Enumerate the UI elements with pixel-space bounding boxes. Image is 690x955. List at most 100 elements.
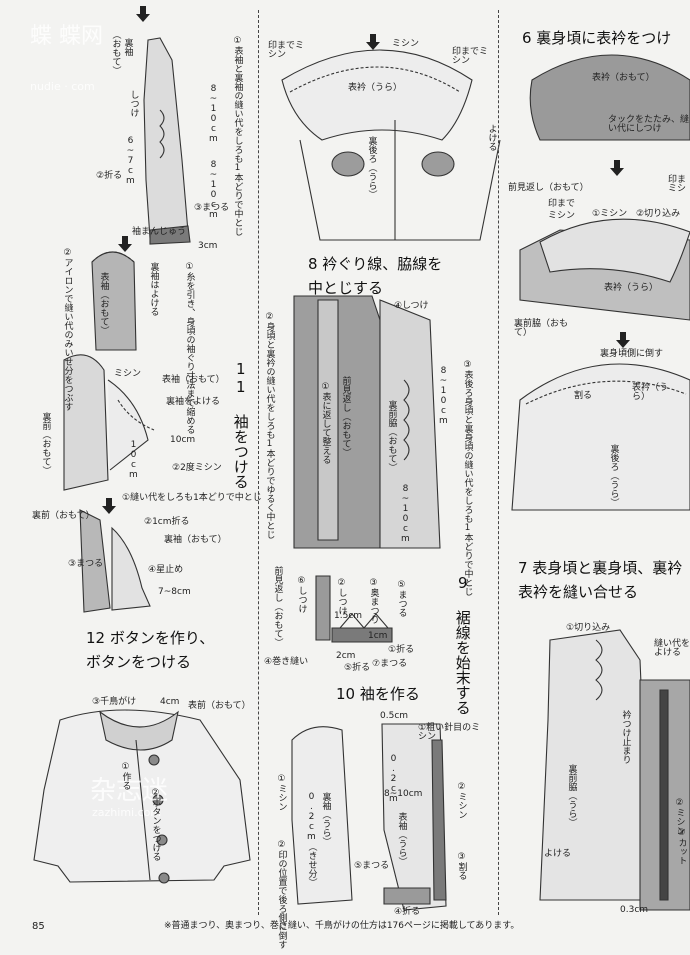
column-divider-left	[258, 10, 259, 915]
arrow-down-icon	[102, 498, 116, 514]
measure-label: 6~7cm	[125, 136, 136, 186]
step-label: ②印の位置で後ろ側に倒す	[276, 840, 287, 949]
step-label: ②アイロンで縫い代のみいせ分をつぶす	[62, 248, 73, 411]
step-label: ⑥しつけ	[296, 576, 307, 613]
step-label: ②2度ミシン	[172, 463, 222, 473]
arrow-down-icon	[118, 236, 132, 252]
step-label: ①表に返して整える	[320, 382, 331, 464]
step-label: ③カット	[676, 828, 687, 865]
note-label: よける	[486, 124, 497, 151]
watermark-bottom-en: zazhimi.com	[92, 806, 162, 819]
mishin-label: ミシン	[392, 39, 420, 49]
note-label: よける	[544, 849, 572, 859]
note-label: 割る	[574, 391, 593, 401]
section-11-title: 11 袖をつける	[231, 360, 250, 489]
arrow-down-icon	[610, 160, 624, 176]
step-label: ④折る	[394, 907, 421, 917]
step-label: ①縫い代をしろも1本どりで中とじ	[122, 493, 262, 503]
step-label: ④巻き縫い	[264, 657, 309, 667]
ura-mae-label: 裏前（おもて）	[32, 511, 95, 521]
hem-figure	[315, 575, 331, 641]
ura-mae-waki-label: 裏前脇（うら）	[566, 764, 577, 827]
section-8-title: 8 衿ぐり線、脇線を	[308, 255, 443, 273]
omote-sode-label: 表袖（うら）	[396, 812, 407, 866]
measure-label: 0.2cm（きせ分）	[306, 792, 317, 887]
step-label: ①作る	[120, 762, 131, 790]
measure-label: 4cm	[160, 697, 180, 707]
measure-label: 2cm	[336, 651, 356, 661]
omote-eri-label: 表衿（うら）	[604, 283, 659, 293]
sleeve-lining-figure	[143, 37, 189, 239]
note-label: 裏袖はよける	[148, 262, 159, 316]
arrow-down-icon	[616, 332, 630, 348]
measure-label: 7~8cm	[158, 587, 191, 597]
note-label: 縫い代をよける	[654, 639, 690, 659]
measure-label: 0.5cm	[380, 711, 409, 721]
omote-sode-label: 表袖（おもて）	[98, 272, 109, 335]
manju-label: 袖まんじゅう	[132, 227, 187, 237]
step-label: ①粗い針目のミシン	[418, 723, 481, 743]
omote-label: （おもて）	[110, 30, 121, 75]
ura-sode-label: 裏袖（おもて）	[164, 535, 227, 545]
mishin-label: ミシン	[114, 369, 142, 379]
ura-ushiro-label: 裏後ろ（うら）	[608, 444, 619, 507]
step-label: ①ミシン	[276, 774, 287, 811]
section-7-title: 表衿を縫い合せる	[518, 583, 639, 601]
arrow-down-icon	[366, 34, 380, 50]
sleeve-attach-figure	[63, 354, 109, 491]
section-8-title: 中とじする	[308, 279, 384, 297]
step-label: ②ミシン	[674, 798, 685, 835]
section-10-title: 10 袖を作る	[336, 685, 420, 703]
column-divider-right	[498, 10, 499, 915]
omote-eri-label: 表衿（うら）	[632, 383, 669, 403]
section-9-title: 9 裾線を始末する	[453, 574, 472, 715]
omote-eri-label: 表衿（おもて）	[592, 73, 655, 83]
shitsuke-label: しつけ	[128, 90, 139, 117]
step-label: ③千鳥がけ	[92, 697, 137, 707]
watermark-top: 蝶 蝶网	[30, 24, 103, 49]
measure-label: 0.2cm	[388, 754, 399, 804]
arrow-down-icon	[136, 6, 150, 22]
ura-sode-label: 裏袖（うら）	[320, 792, 331, 846]
measure-label: 8~10cm	[384, 789, 423, 799]
note-label: ミシン	[548, 211, 576, 221]
step-label: ①ミシン	[592, 209, 628, 219]
step-label: ②ミシン	[456, 782, 467, 819]
measure-label: 0.3cm	[620, 905, 649, 915]
ura-mae-waki-label: 裏前脇（おもて）	[386, 400, 397, 472]
page-number: 85	[32, 921, 45, 932]
section-12-title: ボタンをつける	[86, 653, 192, 671]
step-label: ①糸を引き、身頃の袖ぐり寸法まで縮める	[184, 262, 195, 434]
mae-mikaeshi-label: 前見返し（おもて）	[272, 566, 283, 647]
step-label: ⑤まつる	[396, 580, 407, 617]
measure-label: 1.5cm	[334, 611, 363, 621]
collar-back-figure	[281, 49, 473, 141]
step-label: ②切り込み	[636, 209, 681, 219]
watermark-top-en: nudie · com	[30, 80, 95, 93]
note-label: 印まで	[548, 199, 576, 209]
section-6-title: 6 裏身頃に表衿をつけ	[522, 29, 672, 47]
section-7-title: 7 表身頃と裏身頃、裏衿	[518, 559, 683, 577]
step-label: ⑦まつる	[372, 659, 408, 669]
footnote: ※普通まつり、奥まつり、巻き縫い、千鳥がけの仕方は176ページに掲載してあります…	[164, 921, 520, 931]
omote-sode-label: 表袖（おもて）	[162, 375, 225, 385]
step-label: ②折る	[96, 171, 123, 181]
ura-mae-waki-label: 裏前脇（おもて）	[514, 319, 569, 339]
step-label: ③割る	[456, 852, 467, 880]
sleeve-finish-figure	[79, 509, 111, 613]
omote-mae-label: 表前（おもて）	[188, 701, 251, 711]
step-label: ③奥まつり	[368, 578, 379, 624]
step-label: ⑤まつる	[354, 861, 390, 871]
omote-eri-label: 表衿（うら）	[348, 83, 403, 93]
note-label: 印まミシ	[668, 175, 687, 195]
measure-label: 8~10cm	[438, 366, 449, 426]
ura-sode-label: 裏袖	[122, 38, 133, 56]
step-label: ②1cm折る	[144, 517, 190, 527]
mae-mikaeshi-label: 前見返し（おもて）	[340, 376, 351, 457]
step-label: ③まつる	[194, 203, 230, 213]
step-label: ①表袖と裏袖の縫い代をしろも1本どりで中とじ	[232, 36, 243, 236]
step-label: ④しつけ	[394, 301, 429, 311]
step-label: ③表後ろ身頃と裏身頃の縫い代をしろも1本どりで中とじ	[462, 360, 473, 596]
